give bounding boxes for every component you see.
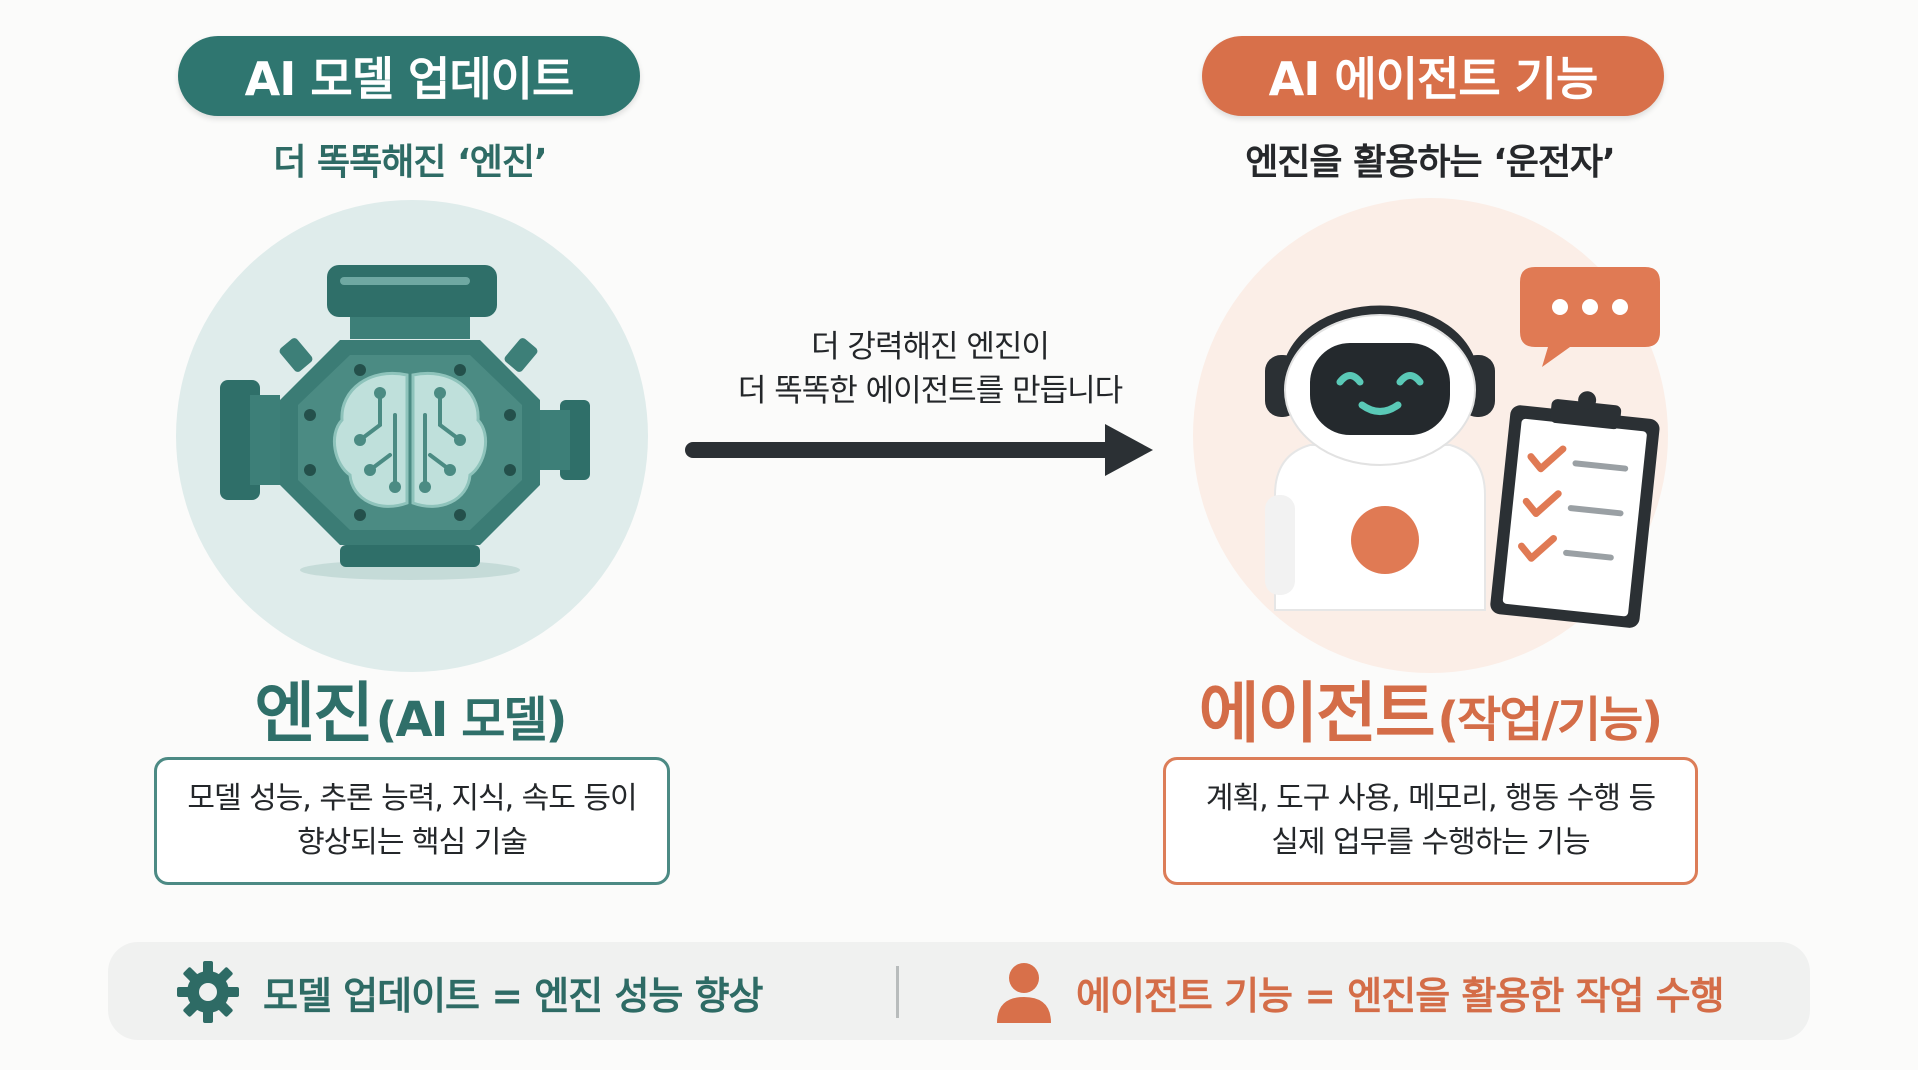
engine-brain-icon [220, 265, 590, 580]
footer-agent-summary: 에이전트 기능 = 엔진을 활용한 작업 수행 [994, 956, 1725, 1028]
driver-subtitle: 엔진을 활용하는 ‘운전자’ [1245, 142, 1616, 183]
agent-description-line-1: 계획, 도구 사용, 메모리, 행동 수행 등 [1205, 781, 1656, 816]
agent-heading: 에이전트 (작업/기능) [1140, 660, 1720, 756]
agent-heading-main: 에이전트 [1198, 675, 1436, 752]
arrow-caption: 더 강력해진 엔진이 더 똑똑한 에이전트를 만듭니다 [690, 325, 1170, 413]
person-icon [994, 959, 1054, 1025]
gear-icon [175, 959, 241, 1025]
checklist-icon [1490, 391, 1660, 628]
footer-model-summary: 모델 업데이트 = 엔진 성능 향상 [175, 956, 764, 1028]
footer-divider [896, 966, 899, 1018]
engine-heading-sub: (AI 모델) [375, 692, 568, 748]
arrow-caption-line-1: 더 강력해진 엔진이 [811, 329, 1050, 365]
agent-heading-sub: (작업/기능) [1437, 692, 1663, 748]
robot-agent-icon [1265, 267, 1660, 628]
summary-footer [108, 942, 1810, 1040]
footer-agent-text: 에이전트 기능 = 엔진을 활용한 작업 수행 [1076, 973, 1725, 1018]
engine-heading: 엔진 (AI 모델) [150, 660, 670, 756]
engine-description-box: 모델 성능, 추론 능력, 지식, 속도 등이 향상되는 핵심 기술 [154, 757, 670, 885]
arrow-caption-line-2: 더 똑똑한 에이전트를 만듭니다 [737, 373, 1123, 409]
engine-heading-main: 엔진 [254, 675, 374, 752]
engine-description-line-1: 모델 성능, 추론 능력, 지식, 속도 등이 [187, 781, 637, 816]
chat-bubble-icon [1520, 267, 1660, 367]
model-update-pill: AI 모델 업데이트 [178, 36, 640, 116]
engine-subtitle: 더 똑똑해진 ‘엔진’ [273, 142, 547, 183]
engine-description-line-2: 향상되는 핵심 기술 [297, 825, 528, 860]
footer-model-text: 모델 업데이트 = 엔진 성능 향상 [263, 973, 764, 1018]
right-arrow-icon [685, 424, 1153, 476]
agent-description-line-2: 실제 업무를 수행하는 기능 [1271, 825, 1590, 860]
agent-feature-pill: AI 에이전트 기능 [1202, 36, 1664, 116]
agent-description-box: 계획, 도구 사용, 메모리, 행동 수행 등 실제 업무를 수행하는 기능 [1163, 757, 1698, 885]
